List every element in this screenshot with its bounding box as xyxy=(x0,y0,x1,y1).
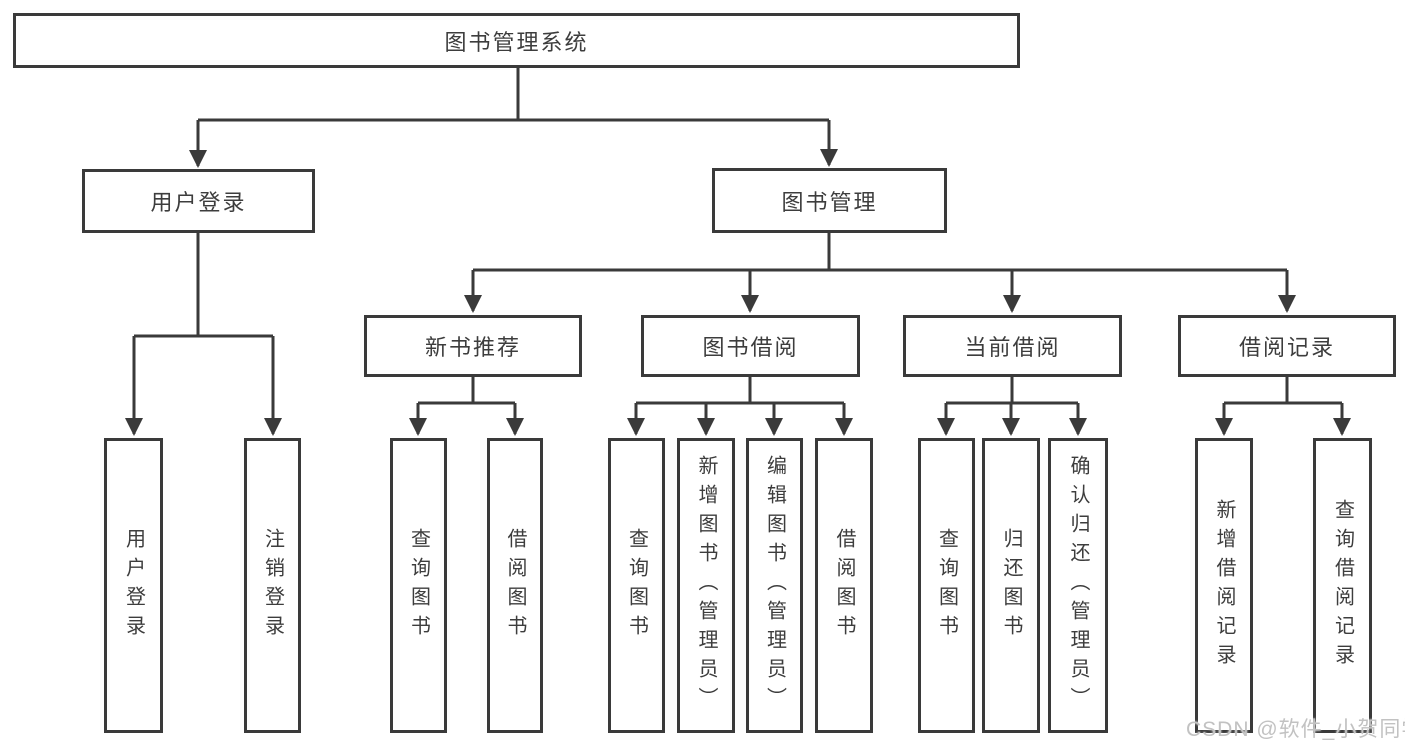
leaf-add-books-admin: 新增图书（管理员） xyxy=(677,438,735,733)
leaf-logout: 注销登录 xyxy=(244,438,301,733)
csdn-watermark: CSDN @软件_小贺同学 xyxy=(1186,718,1405,741)
node-current-borrow: 当前借阅 xyxy=(903,315,1122,377)
node-new-book-recommend: 新书推荐 xyxy=(364,315,582,377)
node-user-login: 用户登录 xyxy=(82,169,315,233)
node-borrow-records: 借阅记录 xyxy=(1178,315,1396,377)
leaf-user-login: 用户登录 xyxy=(104,438,163,733)
leaf-borrow-books-2: 借阅图书 xyxy=(815,438,873,733)
leaf-edit-books-admin: 编辑图书（管理员） xyxy=(746,438,803,733)
leaf-query-books-3: 查询图书 xyxy=(918,438,975,733)
node-book-management: 图书管理 xyxy=(712,168,947,233)
leaf-confirm-return-admin: 确认归还（管理员） xyxy=(1048,438,1108,733)
node-book-borrow: 图书借阅 xyxy=(641,315,860,377)
leaf-query-books-1: 查询图书 xyxy=(390,438,447,733)
node-root-system: 图书管理系统 xyxy=(13,13,1020,68)
leaf-query-books-2: 查询图书 xyxy=(608,438,665,733)
leaf-query-borrow-record: 查询借阅记录 xyxy=(1313,438,1372,733)
leaf-borrow-books-1: 借阅图书 xyxy=(487,438,543,733)
leaf-return-books: 归还图书 xyxy=(982,438,1040,733)
leaf-add-borrow-record: 新增借阅记录 xyxy=(1195,438,1253,733)
